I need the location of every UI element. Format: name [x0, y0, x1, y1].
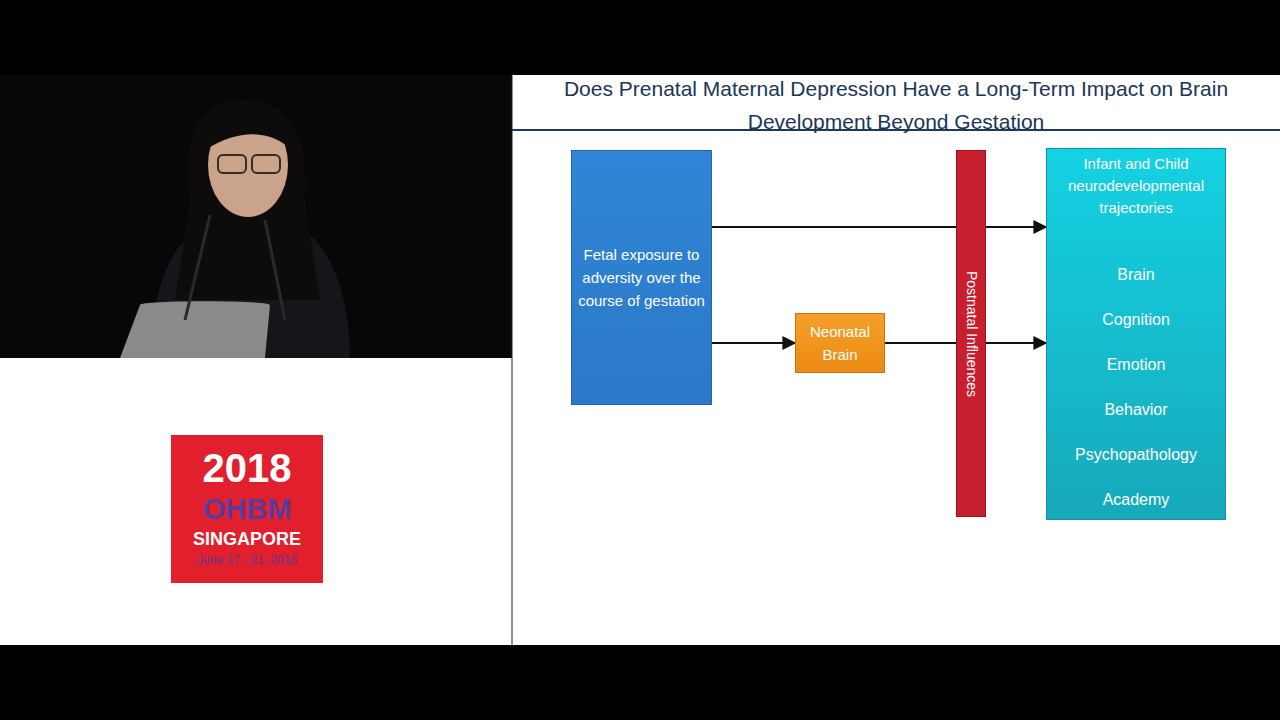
- outcome-box: Infant and Child neurodevelopmental traj…: [1046, 148, 1226, 520]
- logo-dates: June 17 - 21, 2018: [197, 554, 297, 567]
- arrow-connector: [712, 226, 1046, 228]
- list-item: Brain: [1047, 264, 1225, 286]
- logo-year: 2018: [203, 446, 292, 490]
- list-item: Academy: [1047, 489, 1225, 511]
- list-item: Psychopathology: [1047, 444, 1225, 466]
- logo-city: SINGAPORE: [193, 530, 301, 550]
- logo-name: OHBM: [203, 494, 292, 526]
- arrow-connector: [712, 342, 795, 344]
- node-text: Fetal exposure to adversity over the cou…: [578, 243, 705, 312]
- list-item: Emotion: [1047, 354, 1225, 376]
- speaker-video: [0, 75, 512, 358]
- exposure-box: Fetal exposure to adversity over the cou…: [571, 150, 712, 405]
- divider: [512, 75, 513, 645]
- node-text: Infant and Child neurodevelopmental traj…: [1047, 149, 1225, 219]
- logo-panel: [0, 358, 512, 645]
- logo-square: [171, 435, 323, 583]
- letterbox-bar: [0, 0, 1280, 75]
- node-text: Postnatal Influences: [961, 270, 982, 396]
- node-text: Neonatal Brain: [802, 320, 878, 366]
- letterbox-bar: [0, 645, 1280, 720]
- list-item: Cognition: [1047, 309, 1225, 331]
- slide-title: Does Prenatal Maternal Depression Have a…: [520, 72, 1272, 138]
- list-item: Behavior: [1047, 399, 1225, 421]
- speaker-figure: [120, 100, 350, 358]
- neonatal-box: Neonatal Brain: [795, 313, 885, 373]
- slide-ground: [512, 75, 1280, 645]
- postnatal-band: Postnatal Influences: [956, 150, 986, 517]
